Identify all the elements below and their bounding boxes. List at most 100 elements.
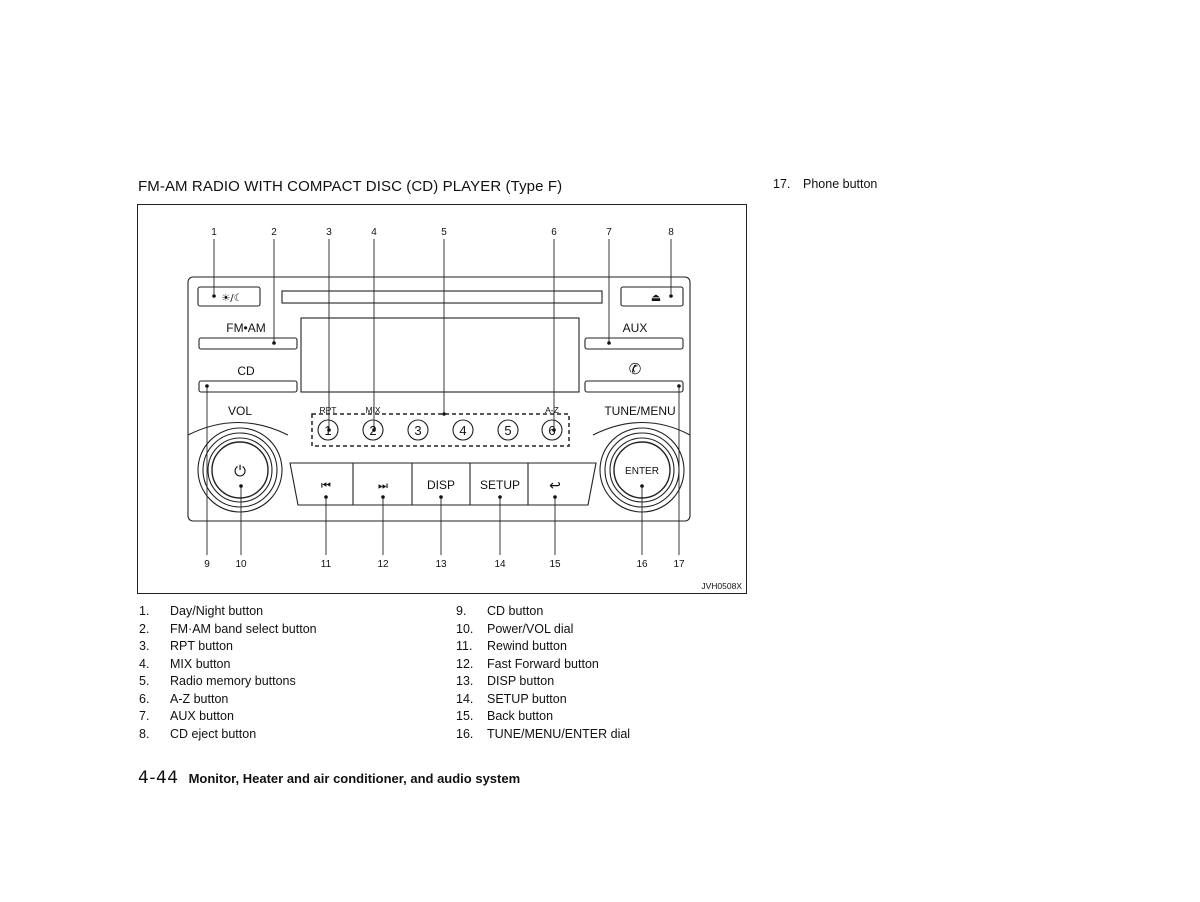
preset-5-label: 5 bbox=[504, 423, 511, 438]
legend-right: 9.CD button 10.Power/VOL dial 11.Rewind … bbox=[456, 603, 630, 743]
legend-number: 2. bbox=[139, 621, 150, 636]
legend-label: SETUP button bbox=[487, 691, 567, 706]
left-panel-arc bbox=[187, 422, 289, 436]
back-icon: ↩ bbox=[549, 478, 561, 494]
legend-number: 16. bbox=[456, 726, 474, 741]
legend-number: 15. bbox=[456, 709, 474, 723]
rpt-label: RPT bbox=[320, 405, 337, 415]
callout-9: 9 bbox=[204, 559, 210, 570]
power-vol-dial[interactable] bbox=[211, 441, 269, 499]
vol-label: VOL bbox=[228, 404, 252, 418]
callout-17: 17 bbox=[673, 559, 685, 570]
vol-knob-ring-inner bbox=[207, 437, 273, 503]
callout-2: 2 bbox=[271, 227, 277, 238]
preset-button-2[interactable] bbox=[362, 419, 384, 441]
display-screen bbox=[300, 317, 580, 393]
page-number: 4-44 bbox=[138, 768, 179, 788]
leader-dots bbox=[205, 294, 681, 499]
legend-label: Back button bbox=[487, 709, 554, 723]
legend-label: Phone button bbox=[803, 177, 878, 191]
preset-6-label: 6 bbox=[548, 423, 555, 438]
legend-item: 15. Back button bbox=[456, 708, 630, 726]
legend-item: 3. RPT button bbox=[139, 638, 317, 656]
legend-label: Fast Forward button bbox=[487, 656, 599, 671]
legend-label: CD eject button bbox=[170, 726, 257, 741]
legend-item: 12. Fast Forward button bbox=[456, 656, 630, 674]
legend-item: 1. Day/Night button bbox=[139, 603, 317, 621]
day-night-button[interactable] bbox=[197, 286, 261, 307]
legend-number: 10. bbox=[456, 621, 474, 636]
legend-number: 8. bbox=[139, 726, 150, 741]
preset-2-label: 2 bbox=[369, 423, 376, 438]
legend-number: 3. bbox=[139, 639, 150, 653]
radio-diagram-svg: 1 2 3 4 5 6 7 8 9 10 11 12 13 14 15 16 1… bbox=[187, 227, 742, 591]
legend-label: RPT button bbox=[170, 639, 234, 653]
legend-item: 6. A-Z button bbox=[139, 691, 317, 709]
callout-7: 7 bbox=[606, 227, 612, 238]
figure-code: JVH0508X bbox=[701, 581, 742, 591]
legend-item: 16.TUNE/MENU/ENTER dial bbox=[456, 726, 630, 744]
legend-left: 1. Day/Night button 2. FM·AM band select b… bbox=[139, 603, 317, 743]
vol-knob-ring bbox=[202, 432, 278, 508]
fm-am-button[interactable] bbox=[198, 337, 298, 350]
preset-4-label: 4 bbox=[459, 423, 466, 438]
legend-item: 10. Power/VOL dial bbox=[456, 621, 630, 639]
phone-button[interactable] bbox=[584, 380, 684, 393]
callout-15: 15 bbox=[549, 559, 561, 570]
az-label: A-Z bbox=[545, 405, 559, 415]
legend-item: 4.MIX button bbox=[139, 656, 317, 674]
legend-number: 1. bbox=[139, 604, 150, 618]
legend-number: 13. bbox=[456, 674, 474, 688]
radio-unit-outline bbox=[187, 276, 691, 522]
fm-am-label: FM•AM bbox=[226, 321, 266, 335]
enter-label: ENTER bbox=[625, 466, 659, 477]
callout-4: 4 bbox=[371, 227, 377, 238]
callout-13: 13 bbox=[435, 559, 447, 570]
legend-item: 14. SETUP button bbox=[456, 691, 630, 709]
legend-number: 7. bbox=[139, 709, 150, 723]
tune-menu-label: TUNE/MENU bbox=[604, 404, 675, 418]
legend-label: FM·AM band select button bbox=[170, 621, 317, 636]
legend-number: 12. bbox=[456, 656, 474, 671]
disp-label: DISP bbox=[427, 478, 455, 492]
legend-number: 6. bbox=[139, 691, 150, 706]
cd-button[interactable] bbox=[198, 380, 298, 393]
legend-number: 5. bbox=[139, 674, 150, 688]
aux-label: AUX bbox=[623, 321, 648, 335]
radio-diagram: 1 2 3 4 5 6 7 8 9 10 11 12 13 14 15 16 1… bbox=[137, 204, 747, 594]
section-title: FM-AM RADIO WITH COMPACT DISC (CD) PLAYE… bbox=[138, 178, 563, 195]
preset-button-3[interactable] bbox=[407, 419, 429, 441]
phone-icon: ✆ bbox=[629, 360, 642, 378]
legend-label: Power/VOL dial bbox=[487, 621, 574, 636]
legend-label: MIX button bbox=[170, 656, 231, 671]
day-night-icon: ☀/☾ bbox=[221, 293, 242, 304]
legend-label: A-Z button bbox=[170, 691, 229, 706]
vol-knob-outer bbox=[197, 427, 283, 513]
legend-label: AUX button bbox=[170, 709, 234, 723]
preset-button-6[interactable] bbox=[541, 419, 563, 441]
callout-10: 10 bbox=[235, 559, 247, 570]
preset-3-label: 3 bbox=[414, 423, 421, 438]
callout-8: 8 bbox=[668, 227, 674, 238]
preset-button-5[interactable] bbox=[497, 419, 519, 441]
mix-label: MIX bbox=[365, 405, 380, 415]
right-panel-arc bbox=[592, 422, 691, 436]
preset-1-label: 1 bbox=[324, 423, 331, 438]
callout-6: 6 bbox=[551, 227, 557, 238]
legend-label: CD button bbox=[487, 604, 544, 618]
legend-item: 11.Rewind button bbox=[456, 638, 630, 656]
callout-1: 1 bbox=[211, 227, 217, 238]
eject-button[interactable] bbox=[620, 286, 684, 307]
preset-button-4[interactable] bbox=[452, 419, 474, 441]
legend-number: 17. bbox=[773, 177, 791, 191]
cd-label: CD bbox=[237, 364, 255, 378]
legend-number: 14. bbox=[456, 691, 474, 706]
preset-button-1[interactable] bbox=[317, 419, 339, 441]
legend-label: Radio memory buttons bbox=[170, 674, 296, 688]
aux-button[interactable] bbox=[584, 337, 684, 350]
legend-label: Day/Night button bbox=[170, 604, 264, 618]
presets-group bbox=[311, 413, 570, 447]
callout-16: 16 bbox=[636, 559, 648, 570]
legend-item: 2. FM·AM band select button bbox=[139, 621, 317, 639]
